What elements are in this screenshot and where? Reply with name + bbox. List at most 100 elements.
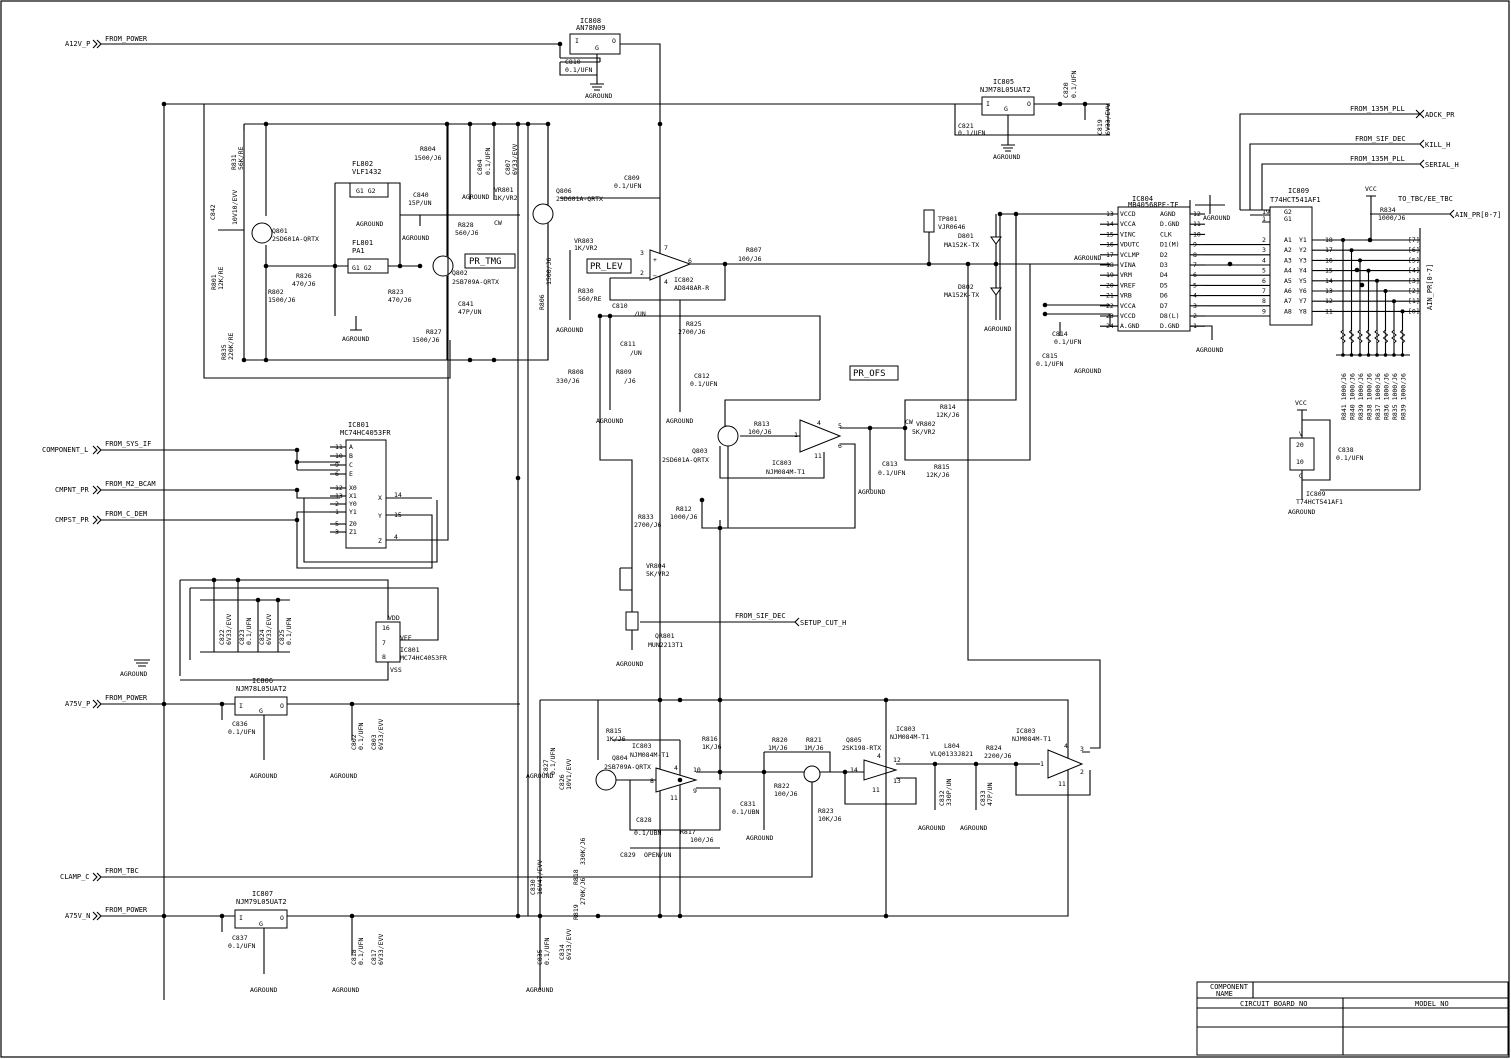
svg-text:AGROUND: AGROUND	[330, 772, 357, 780]
svg-text:G: G	[1004, 105, 1008, 113]
svg-text:C842: C842	[209, 204, 217, 220]
svg-text:NJM79L05UAT2: NJM79L05UAT2	[236, 898, 287, 906]
svg-text:0.1/UFN: 0.1/UFN	[565, 66, 592, 74]
svg-text:C818: C818	[350, 949, 358, 965]
svg-text:G: G	[259, 920, 263, 928]
svg-text:R804: R804	[420, 145, 436, 153]
svg-text:Z: Z	[378, 537, 382, 545]
svg-text:PR_LEV: PR_LEV	[590, 262, 623, 272]
svg-text:1K/J6: 1K/J6	[702, 743, 722, 751]
svg-text:OPEN/UN: OPEN/UN	[644, 851, 671, 859]
svg-text:AGROUND: AGROUND	[746, 834, 773, 842]
svg-text:R818: R818	[572, 869, 580, 885]
bus-bit-label: [5]	[1408, 256, 1420, 264]
svg-text:R831: R831	[230, 154, 238, 170]
svg-text:3: 3	[640, 249, 644, 257]
port-serial-h: FROM_135M_PLL SERIAL_H	[1261, 155, 1459, 210]
ic807: IC807 NJM79L05UAT2 I O G C837 0.1/UFN AG…	[221, 699, 1069, 994]
svg-text:MODEL NO: MODEL NO	[1415, 1000, 1449, 1008]
svg-text:15P/UN: 15P/UN	[408, 199, 432, 207]
svg-text:1500/J6: 1500/J6	[412, 336, 439, 344]
svg-text:AGROUND: AGROUND	[984, 325, 1011, 333]
svg-text:0.1/UBN: 0.1/UBN	[732, 808, 759, 816]
rnet-label: R841 1000/J6	[1340, 373, 1348, 420]
svg-text:CW: CW	[905, 418, 913, 426]
svg-text:R824: R824	[986, 744, 1002, 752]
svg-text:FROM_M2_BCAM: FROM_M2_BCAM	[105, 480, 156, 488]
svg-text:AGROUND: AGROUND	[858, 488, 885, 496]
svg-text:47P/UN: 47P/UN	[986, 782, 994, 806]
probe-pr-tmg: PR_TMG	[464, 253, 516, 269]
svg-text:6V33/EVV: 6V33/EVV	[225, 614, 233, 645]
svg-text:4: 4	[394, 533, 398, 541]
ic801-pin-label: Z1	[349, 528, 357, 536]
ic809-pin-label: A2	[1284, 246, 1292, 254]
svg-text:G: G	[1299, 472, 1303, 480]
svg-text:4: 4	[674, 764, 678, 772]
port-setup-cut-h: FROM_SIF_DEC SETUP_CUT_H	[640, 612, 846, 627]
svg-text:D801: D801	[958, 232, 974, 240]
svg-text:AGROUND: AGROUND	[1074, 367, 1101, 375]
svg-text:1000/J6: 1000/J6	[1378, 214, 1405, 222]
ic809-pin-num: 19	[1262, 208, 1270, 216]
ic804-pin-label: D8(L)	[1160, 312, 1180, 320]
svg-text:VR802: VR802	[916, 420, 936, 428]
ic809-pin-num: 7	[1262, 287, 1266, 295]
bus-bit-label: [2]	[1408, 287, 1420, 295]
svg-text:NJM084M-T1: NJM084M-T1	[630, 751, 669, 759]
ic804-pin-label: D.GND	[1160, 322, 1180, 330]
port-a75v-p: A75V_P FROM_POWER	[65, 694, 235, 709]
svg-text:NJM78L05UAT2: NJM78L05UAT2	[236, 685, 287, 693]
svg-text:IC809: IC809	[1306, 490, 1326, 498]
svg-text:COMPONENT: COMPONENT	[1210, 983, 1249, 991]
svg-text:L804: L804	[944, 742, 960, 750]
svg-text:TP801: TP801	[938, 215, 958, 223]
svg-text:12K/J6: 12K/J6	[926, 471, 950, 479]
svg-text:C814: C814	[1052, 330, 1068, 338]
svg-text:T74HCT541AF1: T74HCT541AF1	[1296, 498, 1343, 506]
svg-text:2SB709A-QRTX: 2SB709A-QRTX	[604, 763, 651, 771]
svg-text:2SD601A-QRTX: 2SD601A-QRTX	[272, 235, 319, 243]
svg-text:C815: C815	[1042, 352, 1058, 360]
svg-text:Q802: Q802	[452, 269, 468, 277]
svg-text:MUN2213T1: MUN2213T1	[648, 641, 683, 649]
ic809-pin-label: Y2	[1299, 246, 1307, 254]
svg-text:IC807: IC807	[252, 890, 273, 898]
svg-text:470/J6: 470/J6	[388, 296, 412, 304]
svg-text:/J6: /J6	[624, 377, 636, 385]
svg-text:IC802: IC802	[674, 276, 694, 284]
ic809-pin-num: 6	[1262, 277, 1266, 285]
port-clamp-c: CLAMP_C FROM_TBC	[60, 867, 540, 882]
svg-text:20: 20	[1296, 441, 1304, 449]
ic809-pin-num: 5	[1262, 267, 1266, 275]
svg-text:MC74HC4053FR: MC74HC4053FR	[340, 429, 391, 437]
svg-text:AIN_PR[0-7]: AIN_PR[0-7]	[1455, 211, 1501, 219]
svg-text:R827: R827	[426, 328, 442, 336]
svg-text:VR804: VR804	[646, 562, 666, 570]
svg-text:I: I	[575, 37, 579, 45]
ic809-pin-num: 8	[1262, 297, 1266, 305]
svg-text:C825: C825	[278, 629, 286, 645]
ic804-pin-label: VINC	[1120, 230, 1136, 238]
svg-text:AGROUND: AGROUND	[616, 660, 643, 668]
svg-text:R812: R812	[676, 505, 692, 513]
ic809-pin-label: A3	[1284, 256, 1292, 264]
svg-text:2: 2	[1080, 768, 1084, 776]
svg-text:A75V_P: A75V_P	[65, 700, 90, 708]
svg-text:VSS: VSS	[390, 666, 402, 674]
svg-text:R815: R815	[606, 727, 622, 735]
svg-text:0.1/UFN: 0.1/UFN	[878, 469, 905, 477]
svg-text:G1 G2: G1 G2	[352, 264, 372, 272]
tp801-diodes: TP801 VJR0646 D801 MA152K-TX D802 MA152K…	[923, 209, 1101, 749]
svg-text:12K/J6: 12K/J6	[936, 411, 960, 419]
port-cmpnt-pr: CMPNT_PR FROM_M2_BCAM	[55, 480, 340, 499]
ic809-pin-num: 4	[1262, 256, 1266, 264]
svg-text:C838: C838	[1338, 446, 1354, 454]
svg-text:FROM_135M_PLL: FROM_135M_PLL	[1350, 155, 1405, 163]
svg-text:FROM_SIF_DEC: FROM_SIF_DEC	[1355, 135, 1406, 143]
svg-text:NJM084M-T1: NJM084M-T1	[766, 468, 805, 476]
ic809-pin-label: G1	[1284, 215, 1292, 223]
probe-pr-ofs: PR_OFS	[849, 365, 899, 381]
ic809-pin-label: A4	[1284, 267, 1292, 275]
svg-text:1K/J6: 1K/J6	[606, 735, 626, 743]
